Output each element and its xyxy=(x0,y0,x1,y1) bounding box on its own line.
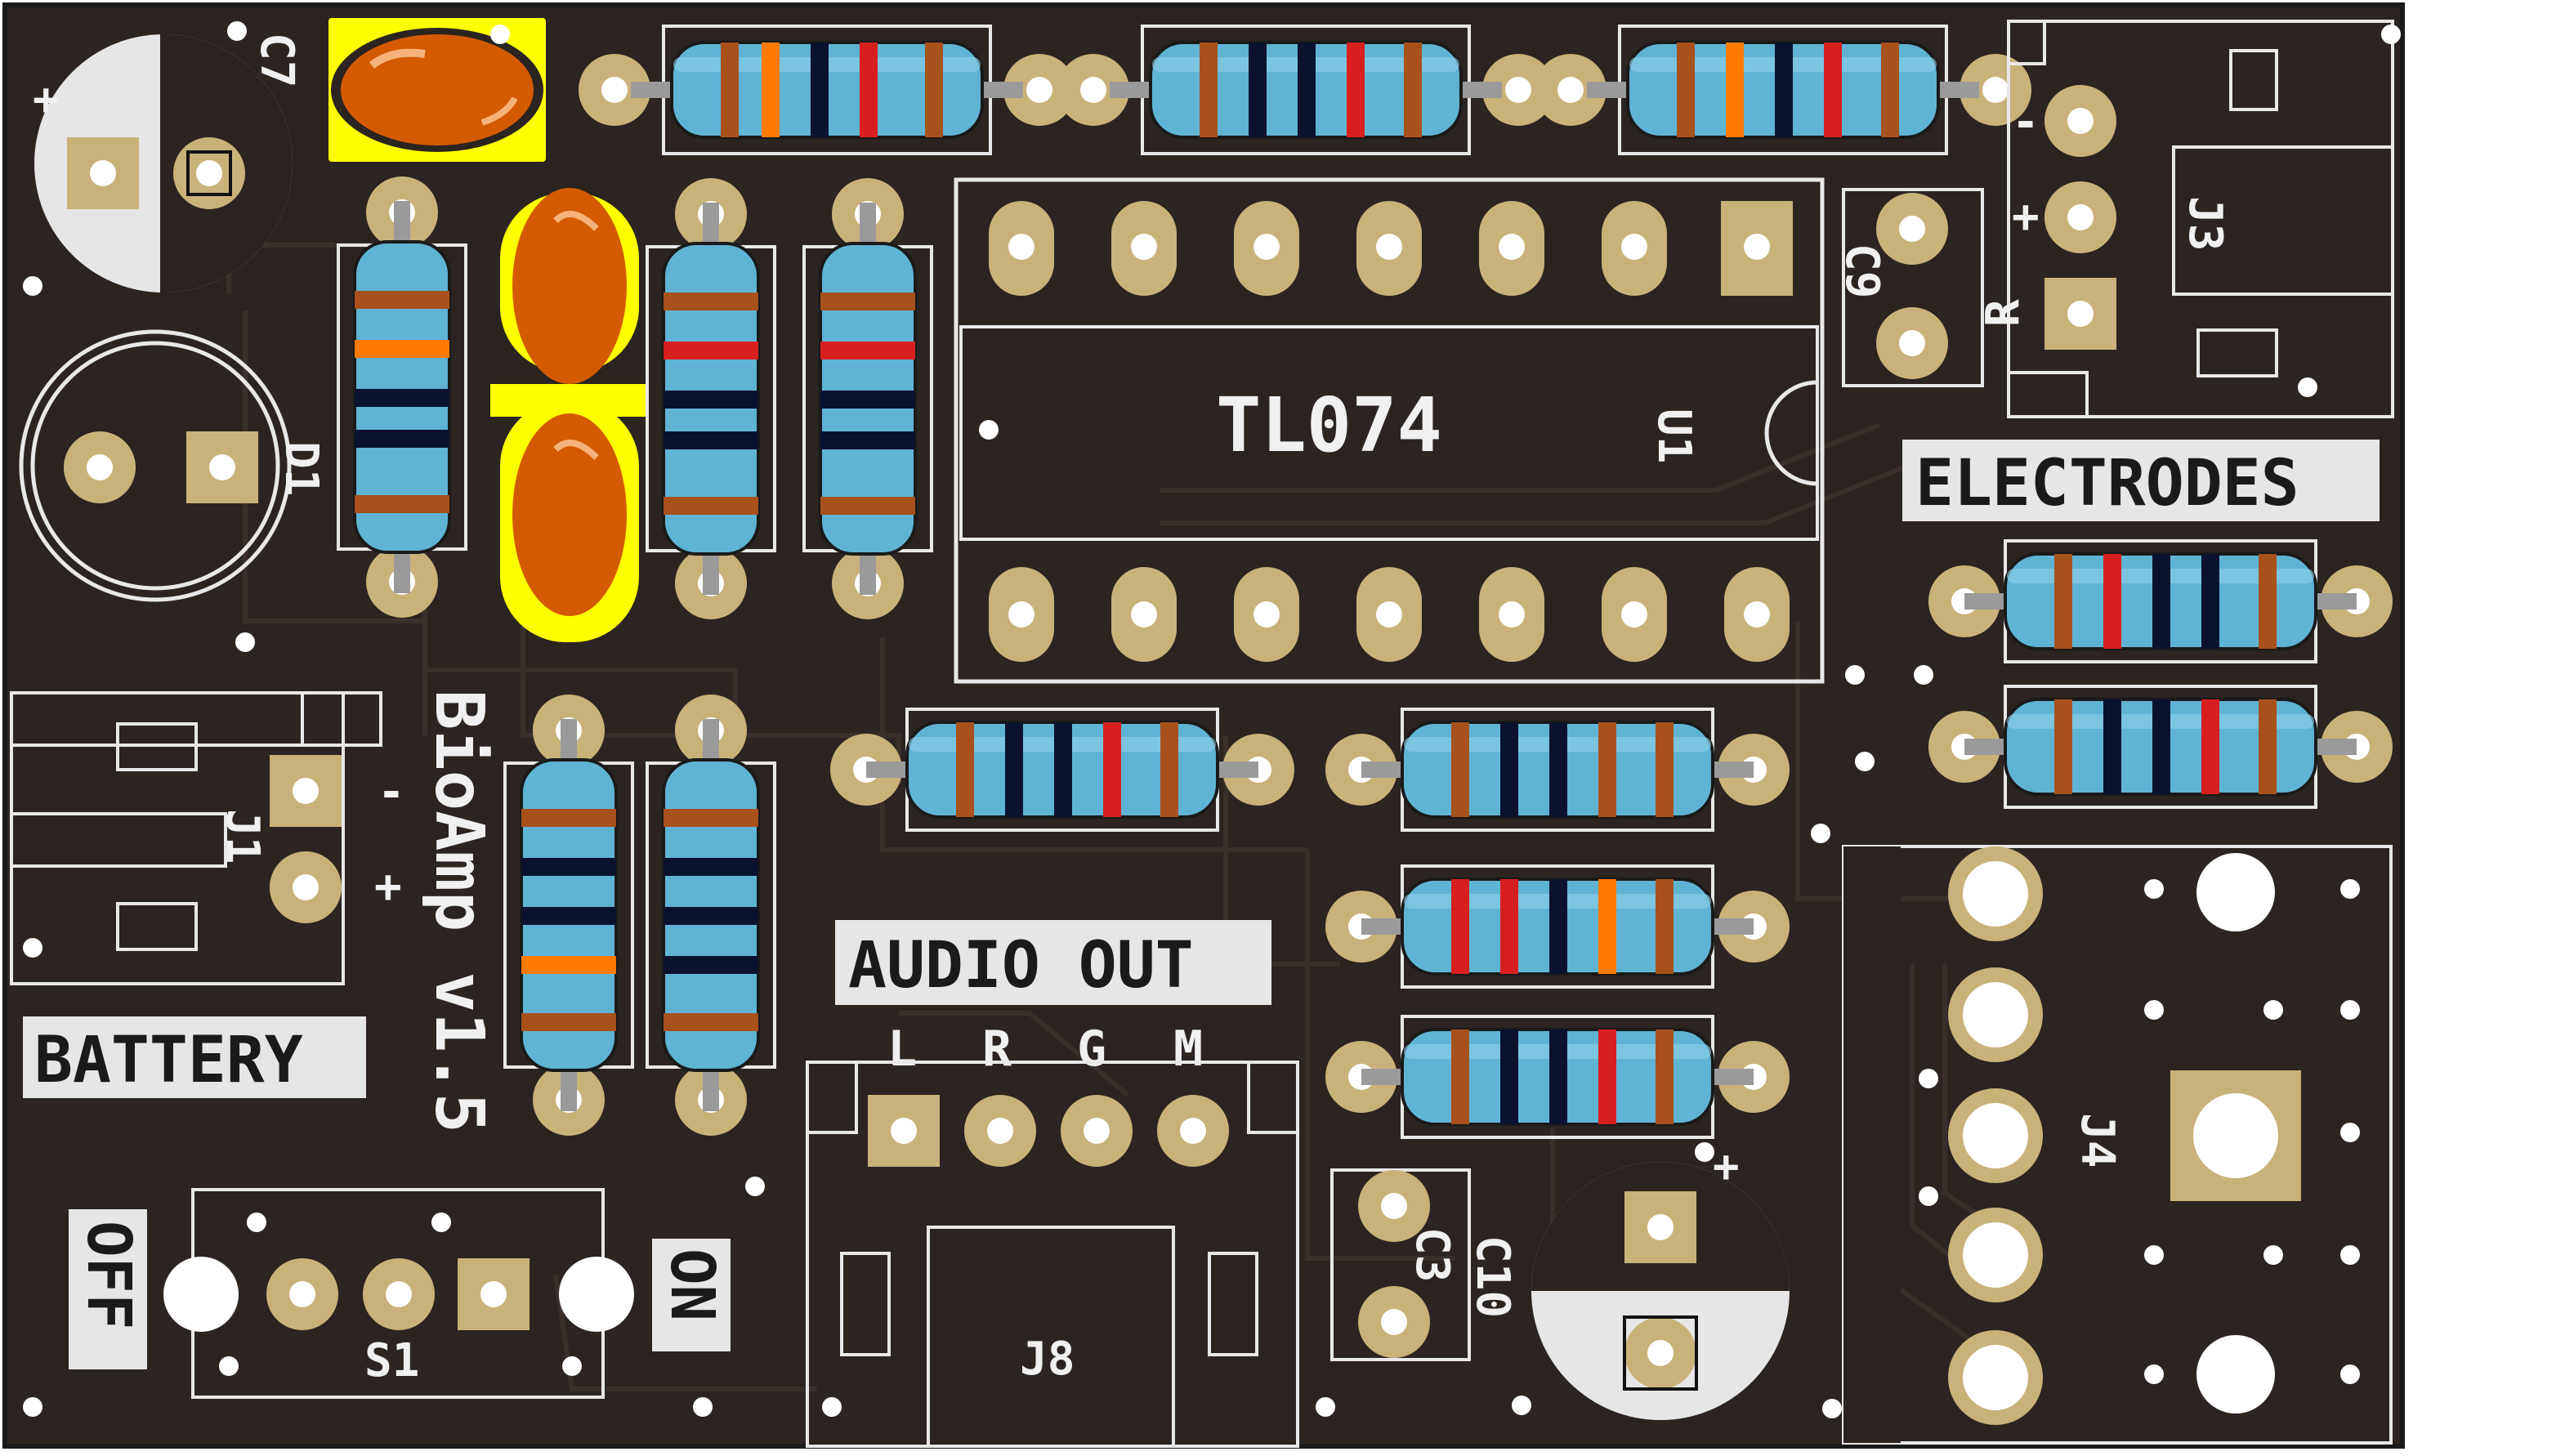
electrodes-label-bg xyxy=(1902,440,2380,521)
designator-j1: J1 xyxy=(216,809,269,864)
battery-label: BATTERY xyxy=(34,1024,303,1097)
off-label: OFF xyxy=(74,1221,144,1330)
designator-u1: U1 xyxy=(1647,409,1700,463)
capacitor-top xyxy=(328,18,546,162)
designator-j8: J8 xyxy=(1020,1333,1075,1386)
designator-c7: C7 xyxy=(250,33,303,87)
vias xyxy=(23,21,2401,1418)
designator-j3: J3 xyxy=(2179,196,2232,251)
audio-pin-r: R xyxy=(982,1021,1012,1078)
capacitor-stack xyxy=(490,188,649,642)
board-name: BioAmp v1.5 xyxy=(420,690,498,1133)
capacitor-c10 xyxy=(1531,1162,1790,1420)
switch-s1 xyxy=(163,1188,634,1399)
resistor-v-2 xyxy=(646,178,776,619)
capacitor-c3 xyxy=(1330,1168,1471,1361)
electrode-pin-r: R xyxy=(1977,299,2030,327)
designator-j4: J4 xyxy=(2071,1113,2124,1168)
polarity-plus-c7: + xyxy=(33,74,60,125)
resistor-v-1 xyxy=(337,176,467,618)
resistor-v-4 xyxy=(503,695,634,1136)
resistor-top-1 xyxy=(579,25,1075,155)
electrodes-label: ELECTRODES xyxy=(1915,447,2299,520)
resistor-right-2 xyxy=(1928,685,2393,809)
battery-pin-plus: + xyxy=(374,860,402,913)
resistor-mid-2 xyxy=(1325,708,1790,832)
connector-j8 xyxy=(806,1061,1299,1448)
resistor-top-2 xyxy=(1057,25,1554,155)
designator-c9: C9 xyxy=(1835,243,1888,298)
designator-d1: D1 xyxy=(275,441,328,496)
battery-pin-minus: - xyxy=(378,766,405,819)
on-label: ON xyxy=(657,1248,727,1321)
connector-j1 xyxy=(10,691,382,985)
capacitor-c7 xyxy=(34,34,293,293)
audio-out-label: AUDIO OUT xyxy=(848,929,1194,1003)
resistor-v-5 xyxy=(646,695,776,1136)
audio-out-label-bg xyxy=(835,920,1271,1005)
ic-marking: TL074 xyxy=(1216,382,1442,469)
resistor-mid-4 xyxy=(1325,1015,1790,1139)
resistor-mid-3 xyxy=(1325,864,1790,989)
on-label-bg xyxy=(652,1239,731,1351)
audio-pin-l: L xyxy=(887,1021,917,1078)
designator-c3: C3 xyxy=(1405,1227,1459,1282)
battery-label-bg xyxy=(23,1016,366,1098)
resistor-top-3 xyxy=(1535,25,2031,155)
ic-u1-pins xyxy=(989,201,1793,662)
off-label-bg xyxy=(69,1209,147,1369)
polarity-plus-c10: + xyxy=(1713,1141,1740,1192)
connector-j3 xyxy=(2007,20,2394,418)
designator-c10: C10 xyxy=(1466,1235,1519,1318)
audio-pin-g: G xyxy=(1077,1021,1106,1078)
connector-j4 xyxy=(1842,845,2393,1445)
resistor-mid-1 xyxy=(830,708,1294,832)
led-d1 xyxy=(19,329,292,602)
resistor-v-3 xyxy=(802,178,933,619)
electrode-pin-plus: + xyxy=(2012,190,2040,243)
electrode-pin-minus: - xyxy=(2012,96,2040,149)
capacitor-c9 xyxy=(1842,188,1984,387)
audio-pin-m: M xyxy=(1173,1021,1203,1078)
ic-u1 xyxy=(954,177,1825,684)
designator-s1: S1 xyxy=(364,1334,419,1387)
resistor-right-1 xyxy=(1928,539,2393,663)
